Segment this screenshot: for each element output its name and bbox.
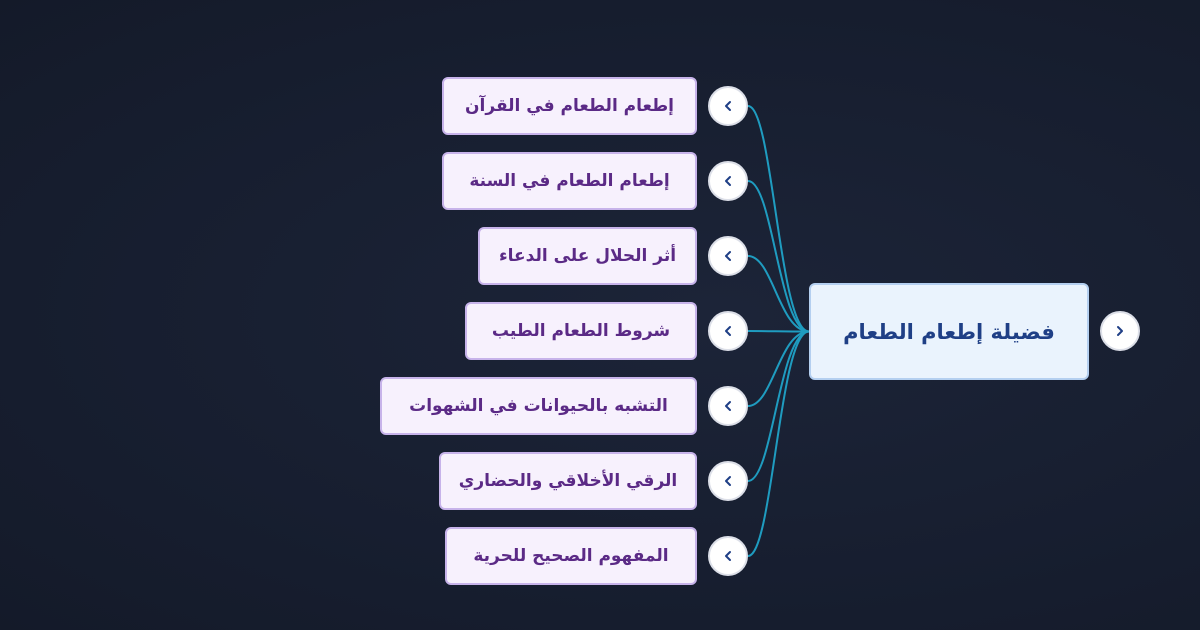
branch-label: المفهوم الصحيح للحرية [473,546,669,566]
branch-label: شروط الطعام الطيب [491,321,671,341]
chevron-left-icon [725,476,731,486]
branch-label: أثر الحلال على الدعاء [498,246,677,266]
branch-node-5[interactable]: التشبه بالحيوانات في الشهوات [380,377,697,435]
link-branch-1 [747,105,810,333]
branch-label: التشبه بالحيوانات في الشهوات [409,396,668,416]
root-label: فضيلة إطعام الطعام [843,319,1055,344]
branch-node-7[interactable]: المفهوم الصحيح للحرية [445,527,697,585]
branch-expand-button-3[interactable] [708,236,748,276]
link-branch-2 [747,180,810,333]
chevron-left-icon [725,551,731,561]
chevron-left-icon [725,101,731,111]
branch-label: إطعام الطعام في السنة [469,171,670,191]
chevron-left-icon [725,401,731,411]
branch-node-1[interactable]: إطعام الطعام في القرآن [442,77,697,135]
branch-label: إطعام الطعام في القرآن [465,96,674,116]
link-branch-7 [747,330,810,557]
branch-node-3[interactable]: أثر الحلال على الدعاء [478,227,697,285]
branch-node-4[interactable]: شروط الطعام الطيب [465,302,697,360]
branch-expand-button-2[interactable] [708,161,748,201]
link-branch-4 [747,330,810,333]
link-branch-5 [747,330,810,407]
root-node[interactable]: فضيلة إطعام الطعام [809,283,1089,380]
branch-expand-button-6[interactable] [708,461,748,501]
branch-expand-button-1[interactable] [708,86,748,126]
chevron-left-icon [725,176,731,186]
chevron-right-icon [1117,326,1123,336]
branch-expand-button-7[interactable] [708,536,748,576]
branch-label: الرقي الأخلاقي والحضاري [458,471,678,491]
branch-expand-button-4[interactable] [708,311,748,351]
branch-expand-button-5[interactable] [708,386,748,426]
root-expand-button[interactable] [1100,311,1140,351]
link-branch-6 [747,330,810,482]
branch-node-2[interactable]: إطعام الطعام في السنة [442,152,697,210]
link-branch-3 [747,255,810,333]
chevron-left-icon [725,251,731,261]
branch-node-6[interactable]: الرقي الأخلاقي والحضاري [439,452,697,510]
chevron-left-icon [725,326,731,336]
